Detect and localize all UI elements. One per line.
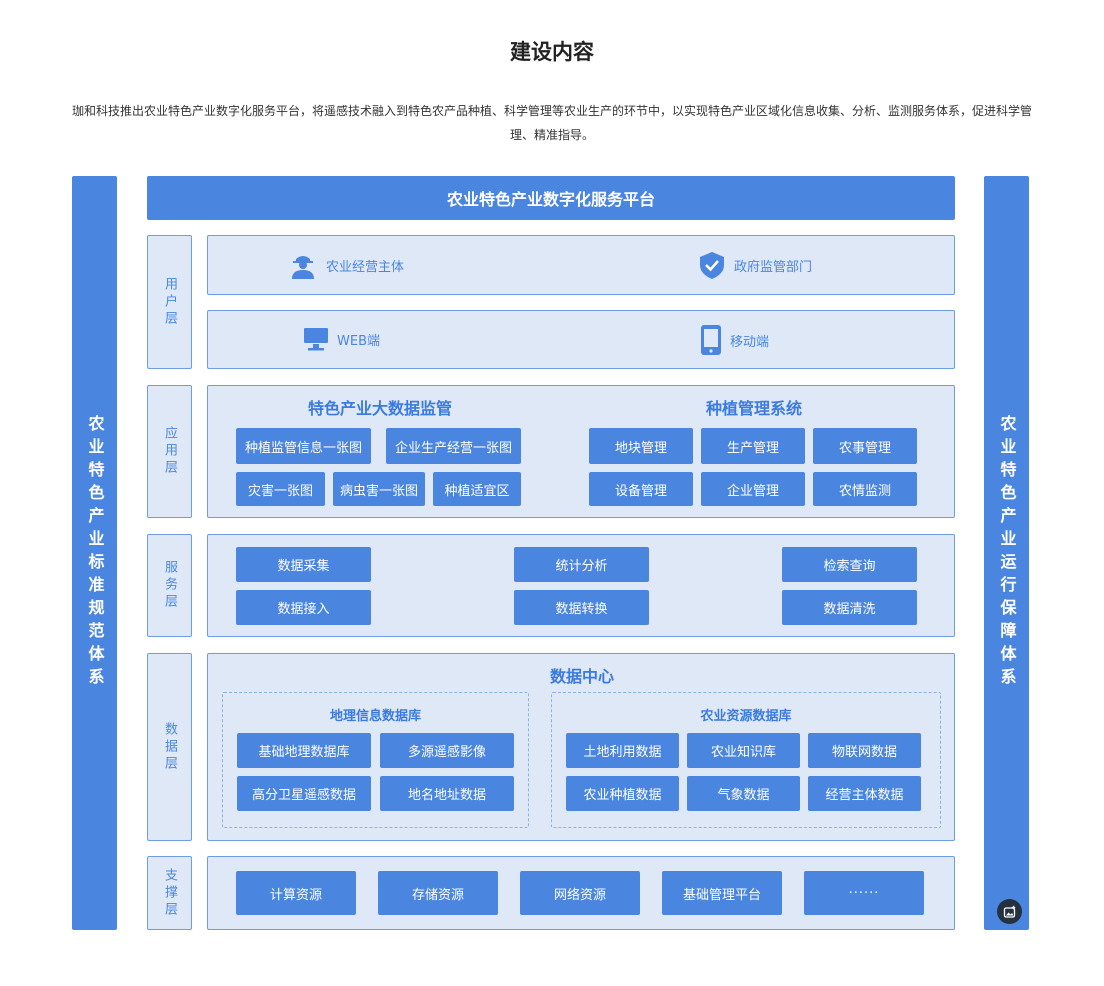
agri-db-item[interactable]: 农业知识库 — [687, 733, 800, 768]
app-bigdata-item[interactable]: 灾害一张图 — [236, 472, 325, 506]
app-bigdata-item[interactable]: 病虫害一张图 — [333, 472, 425, 506]
app-planting-item[interactable]: 设备管理 — [589, 472, 693, 506]
agri-db-item[interactable]: 物联网数据 — [808, 733, 921, 768]
image-edit-icon — [1003, 905, 1015, 918]
user-type-panel: 农业经营主体 政府监管部门 — [207, 235, 955, 295]
left-sidebar: 农业特色产业标准规范体系 — [72, 176, 117, 930]
bigdata-title: 特色产业大数据监管 — [307, 399, 452, 418]
support-panel: 计算资源 存储资源 网络资源 基础管理平台 ······ — [207, 856, 955, 930]
geo-db-item[interactable]: 基础地理数据库 — [237, 733, 371, 768]
geo-db-item[interactable]: 地名地址数据 — [380, 776, 514, 811]
app-planting-item[interactable]: 生产管理 — [701, 428, 805, 464]
agri-db-group: 农业资源数据库 土地利用数据 农业知识库 物联网数据 农业种植数据 气象数据 经… — [551, 692, 941, 828]
app-planting-item[interactable]: 企业管理 — [701, 472, 805, 506]
planting-title: 种植管理系统 — [705, 399, 802, 418]
data-panel: 数据中心 地理信息数据库 基础地理数据库 多源遥感影像 高分卫星遥感数据 地名地… — [207, 653, 955, 841]
agri-db-item[interactable]: 气象数据 — [687, 776, 800, 811]
right-sidebar: 农业特色产业运行保障体系 — [984, 176, 1029, 930]
user-item-government: 政府监管部门 — [698, 250, 812, 280]
service-panel: 数据采集 数据接入 统计分析 数据转换 检索查询 数据清洗 — [207, 534, 955, 637]
agri-db-item[interactable]: 经营主体数据 — [808, 776, 921, 811]
mobile-phone-icon — [701, 325, 721, 355]
left-sidebar-label: 农业特色产业标准规范体系 — [85, 415, 105, 691]
user-layer-label: 用户层 — [147, 235, 192, 369]
platform-header: 农业特色产业数字化服务平台 — [147, 176, 955, 220]
client-item-mobile: 移动端 — [700, 324, 769, 356]
client-item-web: WEB端 — [303, 326, 380, 352]
platform-title: 农业特色产业数字化服务平台 — [446, 190, 655, 209]
application-layer-label: 应用层 — [147, 385, 192, 518]
geo-db-group: 地理信息数据库 基础地理数据库 多源遥感影像 高分卫星遥感数据 地名地址数据 — [222, 692, 529, 828]
app-bigdata-item[interactable]: 种植监管信息一张图 — [236, 428, 371, 464]
app-planting-item[interactable]: 农事管理 — [813, 428, 917, 464]
support-item[interactable]: 基础管理平台 — [662, 871, 782, 915]
app-planting-item[interactable]: 地块管理 — [589, 428, 693, 464]
data-center-title: 数据中心 — [549, 667, 614, 686]
geo-db-item[interactable]: 多源遥感影像 — [380, 733, 514, 768]
page-title: 建设内容 — [510, 40, 594, 64]
service-item[interactable]: 检索查询 — [782, 547, 917, 582]
application-panel: 特色产业大数据监管 种植监管信息一张图 企业生产经营一张图 灾害一张图 病虫害一… — [207, 385, 955, 518]
user-item-operator: 农业经营主体 — [288, 250, 404, 280]
data-layer-label: 数据层 — [147, 653, 192, 841]
service-item[interactable]: 数据采集 — [236, 547, 371, 582]
geo-db-title: 地理信息数据库 — [329, 709, 421, 724]
app-planting-item[interactable]: 农情监测 — [813, 472, 917, 506]
farmer-icon — [292, 256, 314, 279]
right-sidebar-label: 农业特色产业运行保障体系 — [997, 415, 1017, 691]
page-intro: 珈和科技推出农业特色产业数字化服务平台，将遥感技术融入到特色农产品种植、科学管理… — [71, 104, 1032, 142]
support-item-more[interactable]: ······ — [804, 871, 924, 915]
agri-db-title: 农业资源数据库 — [700, 709, 792, 724]
support-item[interactable]: 计算资源 — [236, 871, 356, 915]
support-item[interactable]: 存储资源 — [378, 871, 498, 915]
agri-db-item[interactable]: 农业种植数据 — [566, 776, 679, 811]
service-item[interactable]: 数据清洗 — [782, 590, 917, 625]
service-item[interactable]: 数据接入 — [236, 590, 371, 625]
monitor-icon — [304, 328, 328, 351]
app-bigdata-item[interactable]: 企业生产经营一张图 — [386, 428, 521, 464]
support-item[interactable]: 网络资源 — [520, 871, 640, 915]
service-item[interactable]: 统计分析 — [514, 547, 649, 582]
geo-db-item[interactable]: 高分卫星遥感数据 — [237, 776, 371, 811]
service-layer-label: 服务层 — [147, 534, 192, 637]
shield-check-icon — [700, 252, 724, 279]
app-bigdata-item[interactable]: 种植适宜区 — [433, 472, 521, 506]
client-panel: WEB端 移动端 — [207, 310, 955, 369]
agri-db-item[interactable]: 土地利用数据 — [566, 733, 679, 768]
service-item[interactable]: 数据转换 — [514, 590, 649, 625]
image-tool-button[interactable] — [997, 899, 1022, 924]
support-layer-label: 支撑层 — [147, 856, 192, 930]
